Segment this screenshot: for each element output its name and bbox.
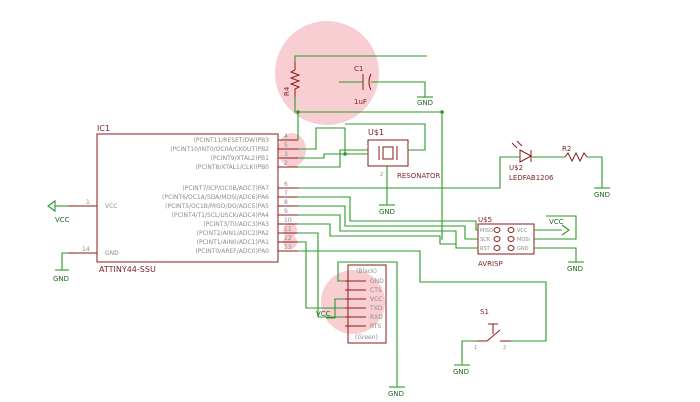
ic1-pin-num-13: 13 — [284, 244, 292, 251]
u5-pin-miso: MISO — [480, 228, 493, 234]
ic1-gnd-net-label: GND — [53, 275, 69, 283]
u5-pin-vcc: VCC — [517, 228, 528, 234]
ftdi-gnd-net-label: GND — [388, 390, 404, 398]
ic1-pin-label-pb3: (PCINT11/RESET/DW)PB3 — [194, 137, 270, 144]
r2-gnd-net-label: GND — [594, 191, 610, 199]
ic1-pin-label-pa3: (PCINT3/T0/ADC3)PA3 — [203, 221, 269, 228]
ic1-pin-num-11: 11 — [284, 226, 292, 233]
u5-value: AVRISP — [478, 260, 503, 268]
s1-switch[interactable]: S1 1 2 — [474, 308, 511, 351]
ftdi-pin-rts: RTS — [370, 323, 381, 330]
u2-led[interactable]: U$2 LEDFAB1206 — [509, 140, 554, 182]
ic1-vcc-pin-label: VCC — [105, 203, 117, 210]
ftdi-pin-vcc: VCC — [370, 296, 382, 303]
ic1-pin-label-pa4: (PCINT4/T1/SCL/USCK/ADC4)PA4 — [172, 212, 270, 219]
r2-resistor[interactable]: R2 — [562, 145, 588, 163]
ic1-pin-num-8: 8 — [284, 199, 288, 206]
ic1-gnd-pin-num: 14 — [82, 246, 90, 253]
r2-name: R2 — [562, 145, 571, 153]
c1-value: 1uF — [354, 98, 367, 106]
c1-gnd-net-label: GND — [417, 99, 433, 107]
u5-pin-sck: SCK — [480, 237, 491, 243]
ic1-pin-num-6: 6 — [284, 181, 288, 188]
u1-wires: GND — [298, 123, 426, 216]
u5-pin-mosi: MOSI — [517, 237, 530, 243]
u2-name: U$2 — [509, 164, 523, 172]
highlight-ftdi — [321, 270, 385, 334]
ftdi-body — [347, 264, 387, 344]
ftdi-pin-cts: CTS — [370, 287, 382, 294]
ic1-vcc-pin-num: 1 — [86, 199, 90, 206]
ic1-pin-label-pb1: (PCINT9/XTAL2)PB1 — [211, 155, 269, 162]
ic1-name: IC1 — [97, 124, 110, 133]
ftdi-top-label: (Black) — [356, 268, 377, 275]
ic1-pin-num-9: 9 — [284, 208, 288, 215]
u5-avrisp[interactable]: U$5 MISO SCK RST VCC MOSI GND AVRISP — [477, 216, 535, 268]
ic1-pin-label-pa1: (PCINT1/AIN0/ADC1)PA1 — [197, 239, 270, 246]
ic1-vcc-net: VCC — [47, 199, 70, 224]
ic1-gnd-pin-label: GND — [105, 250, 119, 257]
u5-wires: GND VCC — [298, 196, 584, 273]
s1-wires: GND — [298, 250, 547, 376]
ic1-pin-num-2: 2 — [284, 160, 288, 167]
ic1-pin-label-pa6: (PCINT6/OC1A/SDA/MOSI/ADC6)PA6 — [162, 194, 269, 201]
ic1-pin-label-pa0: (PCINT0/AREF/ADC0)PA0 — [195, 248, 269, 255]
ftdi-bottom-label: (Green) — [355, 334, 378, 341]
u1-pin2: 2 — [380, 172, 383, 178]
u5-pin-rst: RST — [480, 246, 491, 252]
ic1-value: ATTINY44-SSU — [99, 265, 156, 274]
u1-resonator[interactable]: U$1 1 2 3 RESONATOR — [366, 128, 441, 180]
r4-name: R4 — [283, 86, 291, 96]
u1-gnd-net-label: GND — [379, 208, 395, 216]
ic1-vcc-net-label: VCC — [55, 216, 70, 224]
u1-body — [367, 139, 409, 167]
u1-name: U$1 — [368, 128, 384, 137]
u5-pin-gnd: GND — [517, 246, 529, 252]
ftdi-wires: VCC GND — [298, 232, 405, 398]
ic1-right-pins — [278, 139, 298, 252]
r4-c1-wires: GND — [294, 55, 443, 240]
ic1-pin-numbers: 4 5 3 2 6 7 8 9 10 11 12 13 — [284, 133, 292, 251]
u5-name: U$5 — [478, 216, 492, 224]
s1-name: S1 — [480, 308, 489, 316]
ic1-pin-num-7: 7 — [284, 190, 288, 197]
ftdi-pin-gnd: GND — [370, 278, 384, 285]
ic1-pin-num-5: 5 — [284, 142, 288, 149]
ic1-pin-label-pb2: (PCINT10/INT0/OC0A/CKOUT)PB2 — [170, 146, 269, 153]
ic1-pin-num-10: 10 — [284, 217, 292, 224]
s1-pin2: 2 — [503, 345, 506, 351]
ftdi-pin-rxd: RXD — [370, 314, 383, 321]
u1-pin3: 3 — [406, 144, 409, 150]
u5-vcc-net-label: VCC — [549, 218, 564, 226]
ic1-pin-num-12: 12 — [284, 235, 292, 242]
ic1-gnd-net: GND — [53, 252, 69, 283]
highlight-r4-c1 — [275, 21, 379, 125]
ic1-body — [96, 133, 279, 263]
u1-value: RESONATOR — [397, 172, 441, 180]
ic1-pin-label-pa5: (PCINT5/OC1B/MISO/DO/ADC5)PA5 — [165, 203, 269, 210]
ic1-chip[interactable]: IC1 ATTINY44-SSU 1 VCC 14 GND (PCINT11/R… — [68, 124, 298, 274]
ftdi-header[interactable]: (Black) GND CTS VCC TXD RXD RTS (Green) — [345, 264, 387, 344]
highlight-pb-pins — [278, 133, 306, 167]
ic1-pin-label-pb0: (PCINT8/XTAL1/CLKI)PB0 — [195, 164, 269, 171]
ic1-pin-label-pa7: (PCINT7/ICP/OC0B/ADC7)PA7 — [182, 185, 269, 192]
ic1-pin-num-3: 3 — [284, 151, 288, 158]
led-wires: GND — [298, 156, 610, 199]
ic1-pin-num-4: 4 — [284, 133, 288, 140]
u5-gnd-net-label: GND — [567, 265, 583, 273]
highlight-marks — [275, 21, 385, 334]
s1-pin1: 1 — [474, 345, 477, 351]
c1-name: C1 — [354, 65, 363, 73]
u2-value: LEDFAB1206 — [509, 174, 554, 182]
junction-dots — [296, 110, 444, 156]
ic1-pin-label-pa2: (PCINT2/AIN1/ADC2)PA2 — [197, 230, 270, 237]
ic1-pin-labels: (PCINT11/RESET/DW)PB3 (PCINT10/INT0/OC0A… — [162, 137, 269, 255]
s1-gnd-net-label: GND — [453, 368, 469, 376]
ftdi-pin-txd: TXD — [369, 305, 383, 312]
r4-resistor[interactable]: R4 — [283, 62, 301, 97]
u1-pin1: 1 — [366, 144, 369, 150]
ftdi-vcc-net-label: VCC — [316, 310, 331, 318]
